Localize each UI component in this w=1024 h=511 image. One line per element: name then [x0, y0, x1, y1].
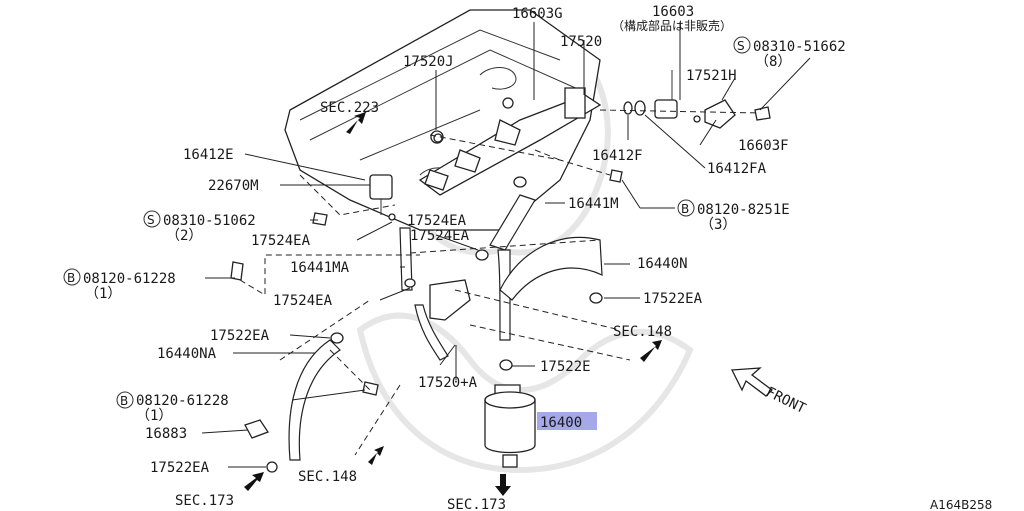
routing-dashes — [239, 109, 761, 456]
label-sec148-bottom[interactable]: SEC.148 — [298, 469, 357, 485]
label-sec173-center[interactable]: SEC.173 — [447, 497, 506, 511]
label-qty-2: （2） — [166, 228, 202, 244]
bolts — [230, 133, 623, 396]
label-17520j[interactable]: 17520J — [403, 54, 454, 70]
label-17522ea-left[interactable]: 17522EA — [210, 328, 270, 344]
label-qty-1-a: （1） — [85, 286, 121, 302]
leader-lines — [201, 22, 811, 468]
label-17524ea-a[interactable]: 17524EA — [407, 213, 467, 229]
label-16440na[interactable]: 16440NA — [157, 346, 217, 362]
label-17521h[interactable]: 17521H — [686, 68, 737, 84]
sec173-center-arrow[interactable] — [495, 474, 511, 496]
fuel-damper-assembly — [623, 70, 771, 129]
sec148-bottom-arrow[interactable] — [368, 446, 384, 465]
label-16440n[interactable]: 16440N — [637, 256, 688, 272]
engine-cylinder-head — [284, 9, 601, 231]
label-qty-8: （8） — [755, 54, 791, 70]
fuel-rail — [418, 87, 602, 196]
diagram-reference-code: A164B258 — [930, 498, 992, 511]
b-marker-label: B — [681, 202, 689, 216]
b-marker-61228-a — [63, 268, 81, 286]
b-marker-8251e — [677, 199, 695, 217]
label-08120-61228-a[interactable]: 08120-61228 — [83, 271, 176, 287]
label-08310-51062[interactable]: 08310-51062 — [163, 213, 256, 229]
label-sec223[interactable]: SEC.223 — [320, 100, 379, 116]
label-16603g[interactable]: 16603G — [512, 6, 563, 22]
label-16603f[interactable]: 16603F — [738, 138, 789, 154]
label-sec173-left[interactable]: SEC.173 — [175, 493, 234, 509]
sec173-left-arrow[interactable] — [244, 472, 264, 491]
label-17524ea-c[interactable]: 17524EA — [410, 228, 470, 244]
clips — [244, 176, 603, 473]
label-08120-61228-b[interactable]: 08120-61228 — [136, 393, 229, 409]
label-16441ma[interactable]: 16441MA — [290, 260, 350, 276]
label-qty-3: （3） — [700, 217, 736, 233]
label-16883[interactable]: 16883 — [145, 426, 187, 442]
label-17524ea-b[interactable]: 17524EA — [251, 233, 311, 249]
label-17522ea-right[interactable]: 17522EA — [643, 291, 703, 307]
label-16412f[interactable]: 16412F — [592, 148, 643, 164]
s-marker-51662 — [733, 36, 751, 54]
part-labels[interactable]: 16603G 16603 （構成部品は非販売） 17520J 17520 083… — [83, 4, 992, 511]
label-17524ea-d[interactable]: 17524EA — [273, 293, 333, 309]
label-sec148-right[interactable]: SEC.148 — [613, 324, 672, 340]
direction-arrows[interactable] — [244, 112, 773, 496]
label-17520a[interactable]: 17520+A — [418, 375, 478, 391]
pressure-regulator — [369, 174, 396, 221]
b-marker-label: B — [120, 394, 128, 408]
label-front: FRONT — [763, 384, 808, 417]
label-08310-51662[interactable]: 08310-51662 — [753, 39, 846, 55]
label-16603-note: （構成部品は非販売） — [612, 18, 732, 33]
label-22670m[interactable]: 22670M — [208, 178, 259, 194]
s-marker-label: S — [147, 213, 155, 227]
b-marker-label: B — [67, 271, 75, 285]
selected-part-highlight[interactable] — [537, 412, 597, 430]
label-08120-8251e[interactable]: 08120-8251E — [697, 202, 790, 218]
label-16412e[interactable]: 16412E — [183, 147, 234, 163]
label-16441m[interactable]: 16441M — [568, 196, 619, 212]
circle-markers: S S B B B — [63, 36, 751, 409]
hoses — [288, 194, 603, 461]
label-qty-1-b: （1） — [136, 408, 172, 424]
sec223-arrow[interactable] — [346, 112, 366, 134]
label-16412fa[interactable]: 16412FA — [707, 161, 767, 177]
label-17522e[interactable]: 17522E — [540, 359, 591, 375]
label-17520[interactable]: 17520 — [560, 34, 602, 50]
label-16400[interactable]: 16400 — [540, 415, 582, 431]
fuel-filter — [484, 384, 536, 468]
s-marker-label: S — [737, 39, 745, 53]
label-16603[interactable]: 16603 — [652, 4, 694, 20]
s-marker-51062 — [143, 210, 161, 228]
b-marker-61228-b — [116, 391, 134, 409]
sec148-right-arrow[interactable] — [640, 340, 662, 362]
front-arrow — [730, 367, 773, 397]
label-17522ea-bottom[interactable]: 17522EA — [150, 460, 210, 476]
